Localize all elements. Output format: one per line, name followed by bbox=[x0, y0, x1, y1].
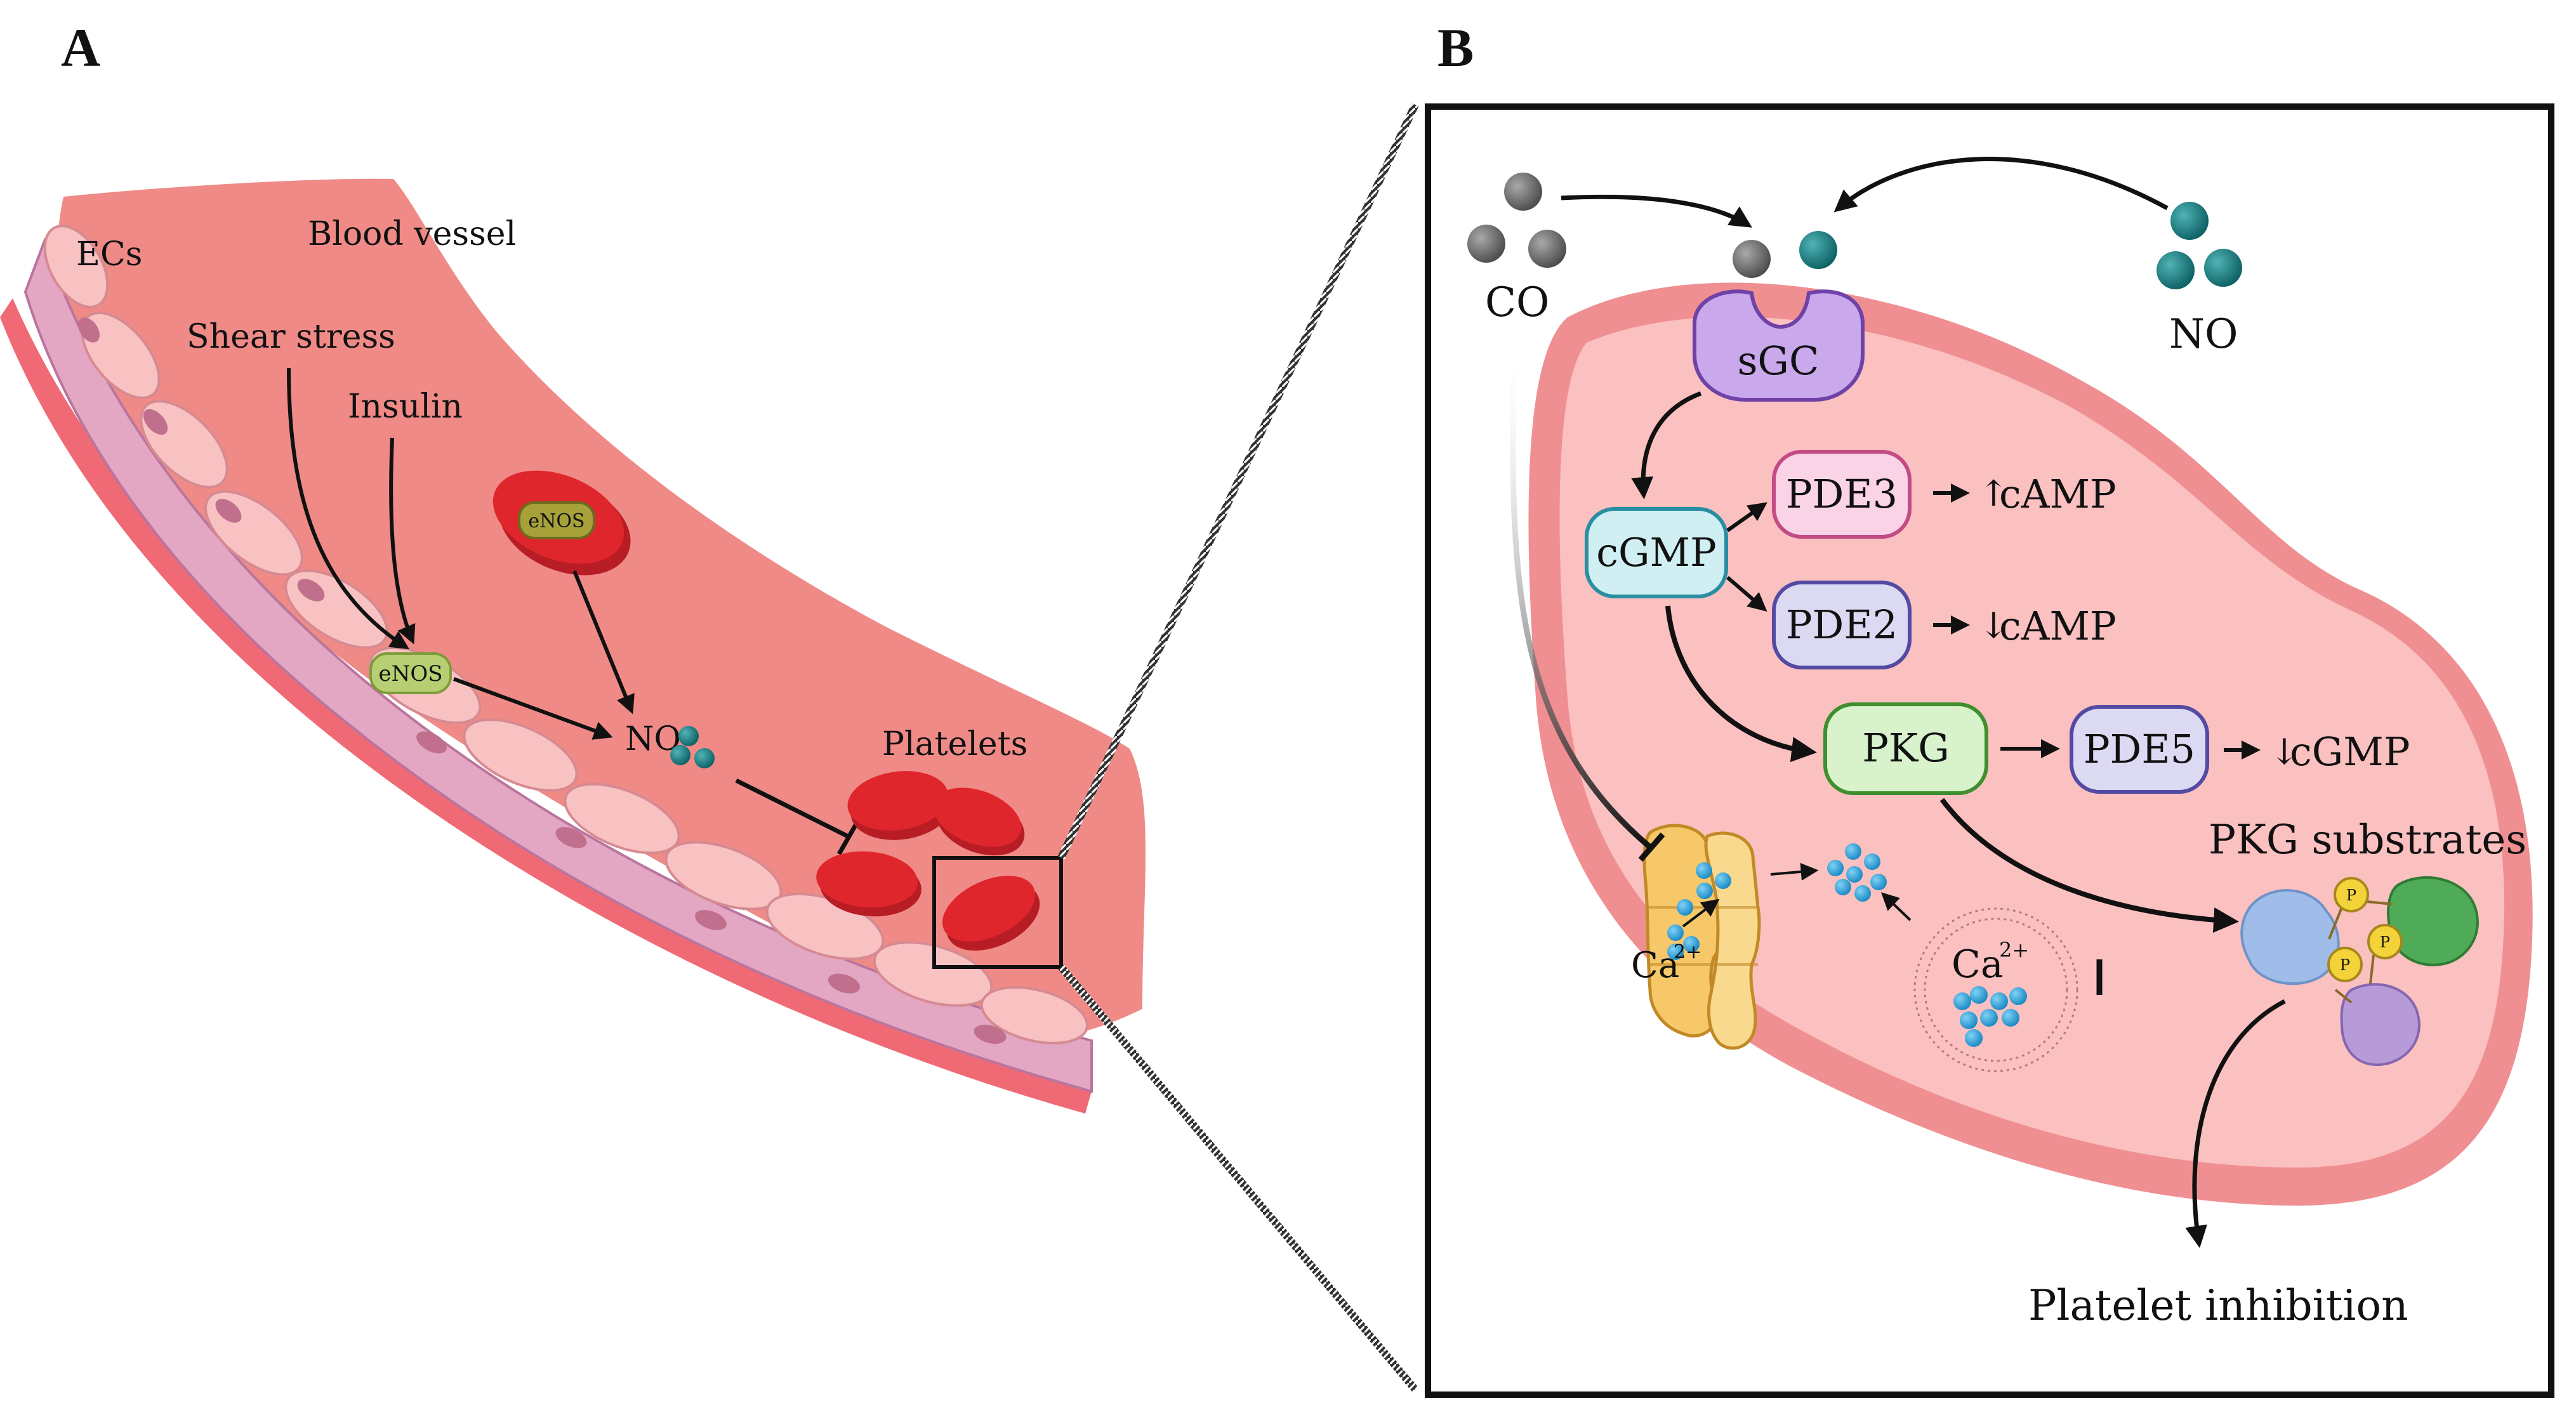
ca-ions-store bbox=[1953, 986, 2027, 1047]
arrow-platelet-enos-to-no bbox=[572, 570, 635, 714]
camp-up-arrow: ↑ bbox=[1979, 473, 2009, 515]
phospho-1: P bbox=[2346, 886, 2356, 904]
pde3-node: PDE3 bbox=[1772, 450, 1912, 539]
pkg-label: PKG bbox=[1862, 725, 1950, 771]
ec-nuclei bbox=[77, 317, 1007, 1044]
pde5-node: PDE5 bbox=[2070, 705, 2209, 794]
pde2-label: PDE2 bbox=[1786, 602, 1898, 648]
ca-ions-cytosol bbox=[1827, 843, 1887, 902]
no-bound bbox=[1799, 231, 1837, 269]
pde2-node: PDE2 bbox=[1772, 581, 1912, 669]
panel-b-letter: B bbox=[1437, 17, 1474, 78]
phospho-groups: P P P bbox=[2327, 877, 2403, 982]
camp-down-label: cAMP bbox=[1999, 603, 2117, 649]
cgmp-label: cGMP bbox=[1596, 529, 1716, 576]
ca-store-charge: 2+ bbox=[1999, 938, 2029, 962]
ca-store: Ca 2+ bbox=[1913, 907, 2078, 1072]
endothelium-band bbox=[23, 237, 1093, 1093]
label-pkg-substrates: PKG substrates bbox=[2209, 817, 2526, 864]
no-molecules-a bbox=[670, 726, 715, 768]
arrow-insulin bbox=[389, 437, 416, 645]
cgmp-down-label: cGMP bbox=[2290, 728, 2410, 775]
arrow-enos-to-no bbox=[452, 677, 613, 740]
cgmp-node: cGMP bbox=[1585, 507, 1728, 598]
zoom-connectors bbox=[1057, 103, 1419, 1392]
platelets-cluster bbox=[816, 771, 1040, 951]
cgmp-down-arrow: ↓ bbox=[2269, 732, 2299, 773]
arrow-cgmp-to-pde3 bbox=[1726, 502, 1767, 532]
arrow-ca-channel-out bbox=[1770, 862, 1819, 881]
label-co: CO bbox=[1485, 279, 1549, 326]
sgc-node: sGC bbox=[1693, 289, 1865, 402]
camp-up-label: cAMP bbox=[1999, 471, 2117, 517]
arrow-cgmp-to-pkg bbox=[1665, 605, 1817, 763]
zoom-box bbox=[932, 856, 1063, 969]
label-shear-stress: Shear stress bbox=[187, 318, 395, 356]
phospho-3: P bbox=[2340, 956, 2350, 974]
arrow-shear-stress bbox=[287, 367, 410, 650]
enos-platelet-label: eNOS bbox=[528, 510, 585, 532]
co-molecules bbox=[1467, 173, 1566, 268]
arrow-ca-influx bbox=[1682, 898, 1720, 928]
inhibit-co-to-ca-channel bbox=[1510, 355, 1665, 862]
enos-ec: eNOS bbox=[369, 652, 452, 694]
platelet-enos: eNOS bbox=[492, 470, 631, 576]
panel-a-letter: A bbox=[61, 17, 100, 78]
ca-ions-channel bbox=[1667, 862, 1731, 960]
inhibit-substrates-to-ca-store bbox=[2096, 959, 2259, 995]
arrow-ca-store-release bbox=[1880, 892, 1912, 921]
label-platelet-inhibition: Platelet inhibition bbox=[2028, 1281, 2408, 1330]
pde3-label: PDE3 bbox=[1786, 471, 1898, 517]
arrow-sgc-to-cgmp bbox=[1631, 391, 1702, 499]
label-platelets: Platelets bbox=[882, 725, 1027, 763]
label-ecs: ECs bbox=[76, 235, 142, 273]
phospho-2: P bbox=[2380, 933, 2390, 951]
panel-a: A bbox=[0, 17, 1146, 1114]
no-molecules-b bbox=[2157, 202, 2242, 289]
pkg-node: PKG bbox=[1823, 702, 1988, 795]
arrow-no-to-sgc bbox=[1833, 157, 2169, 213]
camp-down-arrow: ↓ bbox=[1979, 605, 2009, 647]
label-blood-vessel: Blood vessel bbox=[308, 215, 516, 253]
arrow-substrates-to-inhibition bbox=[2185, 999, 2286, 1248]
ca-channel-label: Ca bbox=[1631, 945, 1679, 986]
co-bound bbox=[1733, 240, 1771, 278]
ca-channel bbox=[1642, 824, 1761, 1050]
sgc-label: sGC bbox=[1738, 338, 1820, 384]
arrow-pkg-to-substrates bbox=[1939, 798, 2239, 933]
label-no-b: NO bbox=[2169, 311, 2238, 358]
panel-b: B CO NO sGC bbox=[1425, 17, 2554, 1398]
enos-ec-label: eNOS bbox=[378, 661, 442, 687]
ca-channel-charge: 2+ bbox=[1674, 941, 1701, 963]
pde5-label: PDE5 bbox=[2084, 726, 2195, 772]
ca-store-label: Ca bbox=[1952, 942, 2004, 987]
arrow-co-to-sgc bbox=[1561, 194, 1752, 228]
pkg-substrates-cluster: P P P bbox=[2240, 876, 2479, 1067]
label-insulin: Insulin bbox=[348, 388, 463, 426]
arrow-cgmp-to-pde2 bbox=[1726, 576, 1767, 612]
